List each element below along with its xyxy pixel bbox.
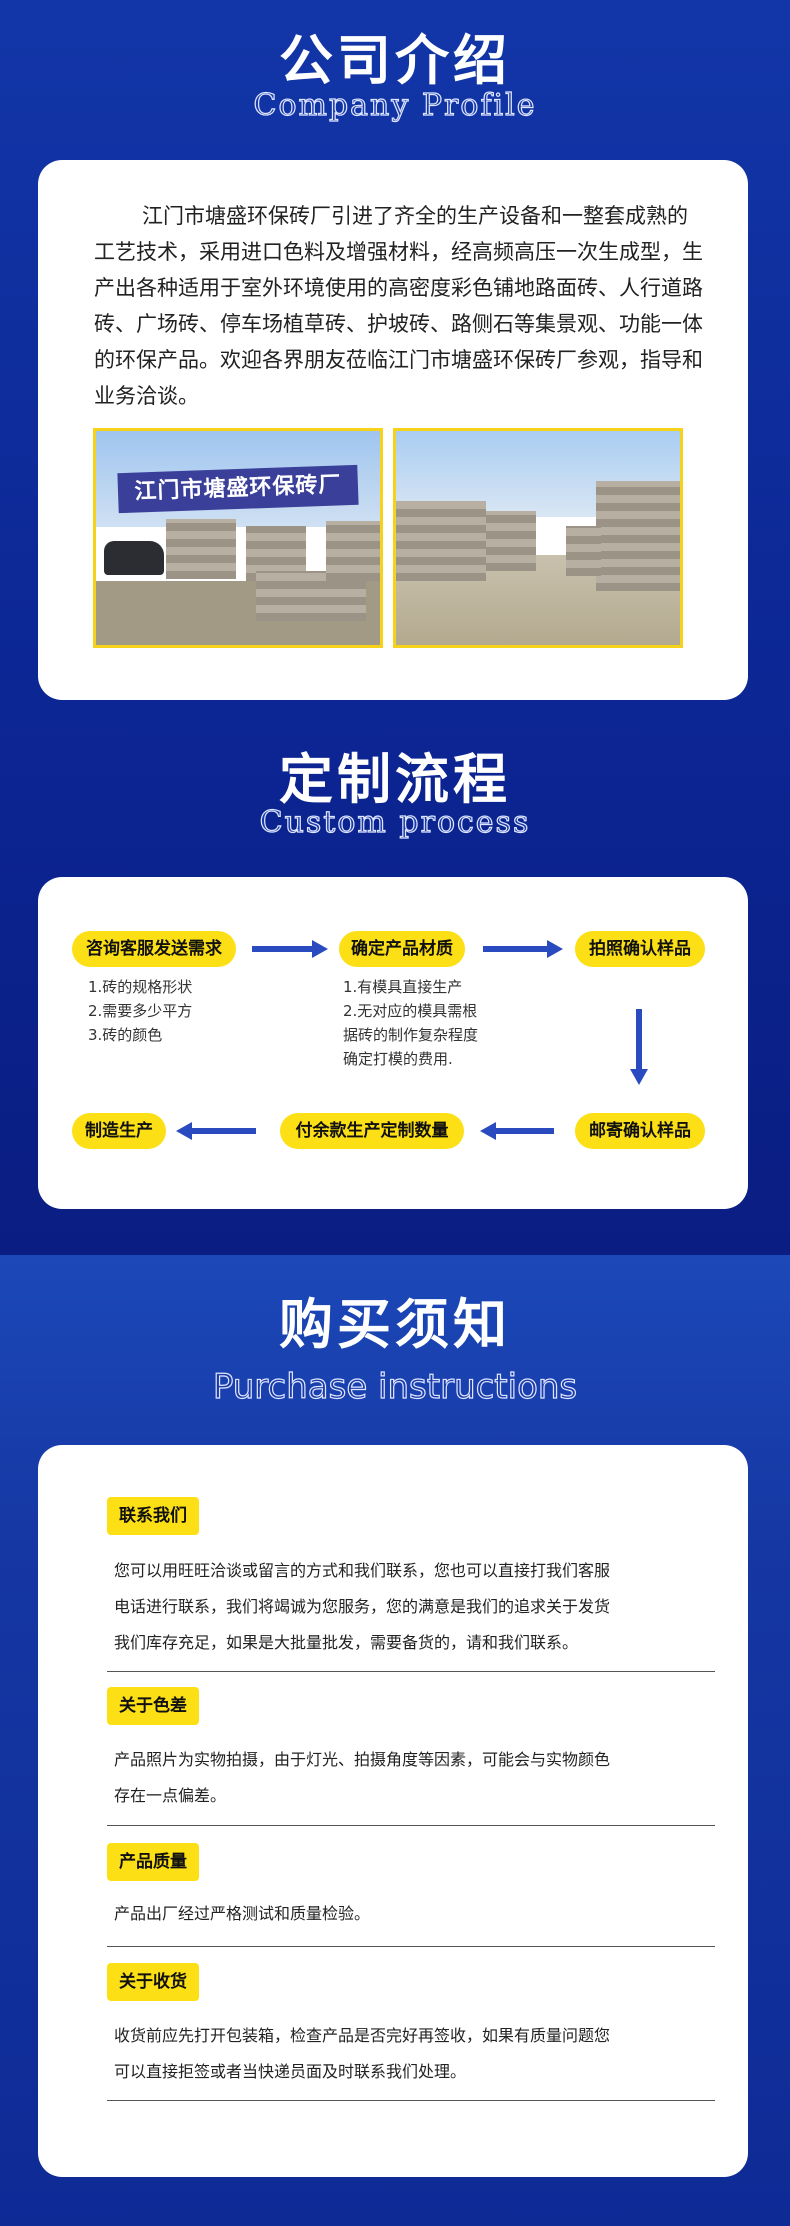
- purchase-subtitle: Purchase instructions: [212, 1366, 578, 1407]
- tag-contact: 联系我们: [107, 1497, 199, 1535]
- tag-color-difference: 关于色差: [107, 1687, 199, 1725]
- divider: [107, 1825, 715, 1826]
- step-consult: 咨询客服发送需求: [72, 931, 236, 967]
- process-subtitle: Custom process: [259, 804, 531, 840]
- profile-subtitle: Company Profile: [253, 87, 537, 123]
- step-produce: 制造生产: [72, 1113, 166, 1149]
- process-title: 定制流程: [279, 748, 511, 811]
- step-material: 确定产品材质: [339, 931, 465, 967]
- profile-intro: 江门市塘盛环保砖厂引进了齐全的生产设备和一整套成熟的工艺技术，采用进口色料及增强…: [94, 204, 703, 408]
- step-mail-sample: 邮寄确认样品: [575, 1113, 705, 1149]
- process-card: 咨询客服发送需求 确定产品材质 拍照确认样品 1.砖的规格形状 2.需要多少平方…: [38, 877, 748, 1209]
- factory-photo-yard: [393, 428, 683, 648]
- quality-text: 产品出厂经过严格测试和质量检验。: [114, 1904, 371, 1923]
- profile-card: 江门市塘盛环保砖厂引进了齐全的生产设备和一整套成熟的工艺技术，采用进口色料及增强…: [38, 160, 748, 700]
- divider: [107, 1946, 715, 1947]
- material-notes: 1.有模具直接生产 2.无对应的模具需根 据砖的制作复杂程度 确定打模的费用.: [343, 978, 479, 1068]
- divider: [107, 2100, 715, 2101]
- arrow-right-2: [483, 940, 563, 958]
- arrow-down: [630, 1009, 648, 1085]
- receiving-text: 收货前应先打开包装箱，检查产品是否完好再签收，如果有质量问题您 可以直接拒签或者…: [114, 2026, 611, 2081]
- step-confirm-sample: 拍照确认样品: [575, 931, 705, 967]
- factory-sign: 江门市塘盛环保砖厂: [117, 464, 359, 514]
- step-balance: 付余款生产定制数量: [280, 1113, 464, 1149]
- consult-notes: 1.砖的规格形状 2.需要多少平方 3.砖的颜色: [88, 978, 193, 1044]
- arrow-left-1: [480, 1122, 554, 1140]
- purchase-title: 购买须知: [279, 1293, 511, 1356]
- profile-title: 公司介绍: [279, 29, 511, 92]
- arrow-right-1: [252, 940, 328, 958]
- divider: [107, 1671, 715, 1672]
- contact-text: 您可以用旺旺洽谈或留言的方式和我们联系，您也可以直接打我们客服 电话进行联系，我…: [114, 1561, 611, 1652]
- factory-photo-entrance: 江门市塘盛环保砖厂: [93, 428, 383, 648]
- car-shape: [104, 541, 164, 575]
- arrow-left-2: [176, 1122, 256, 1140]
- tag-quality: 产品质量: [107, 1843, 199, 1881]
- color-difference-text: 产品照片为实物拍摄，由于灯光、拍摄角度等因素，可能会与实物颜色 存在一点偏差。: [114, 1750, 611, 1805]
- purchase-card: 联系我们 您可以用旺旺洽谈或留言的方式和我们联系，您也可以直接打我们客服 电话进…: [38, 1445, 748, 2177]
- tag-receiving: 关于收货: [107, 1963, 199, 2001]
